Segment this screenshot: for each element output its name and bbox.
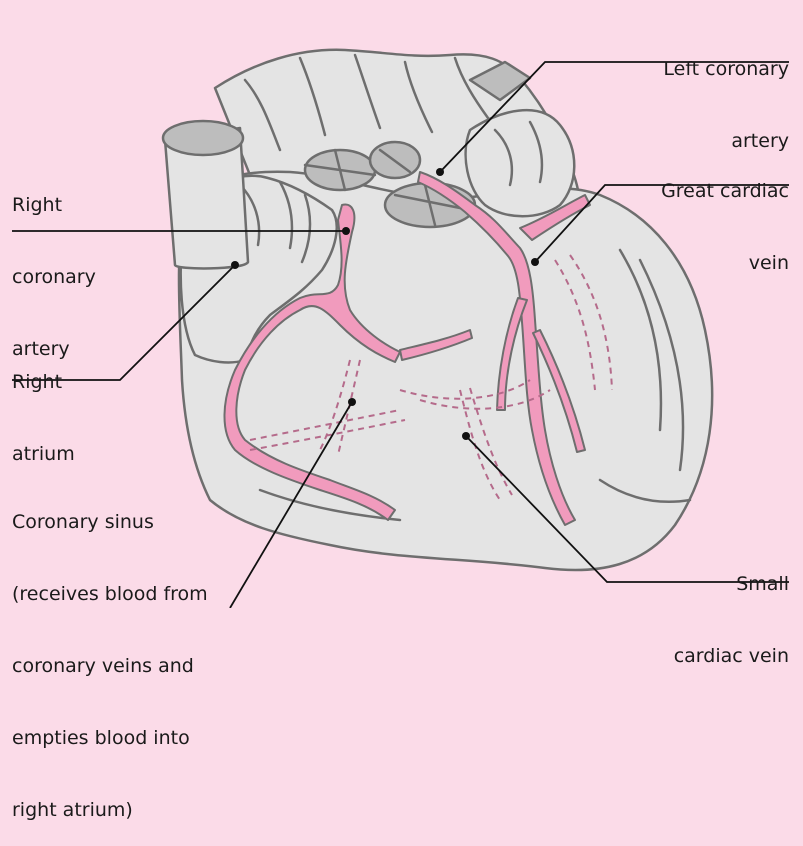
dot-coronary-sinus [348,398,356,406]
dot-great-cardiac-vein [531,258,539,266]
dot-small-cardiac-vein [462,432,470,440]
dot-right-atrium [231,261,239,269]
heart-illustration [163,50,712,570]
left-auricle [466,110,575,216]
label-coronary-sinus: Coronary sinus (receives blood from coro… [12,462,208,846]
dot-right-coronary-artery [342,227,350,235]
label-small-cardiac-vein: Small cardiac vein [674,524,789,692]
label-great-cardiac-vein: Great cardiac vein [661,131,789,299]
dot-left-coronary-artery [436,168,444,176]
vena-cava-opening [163,121,243,155]
